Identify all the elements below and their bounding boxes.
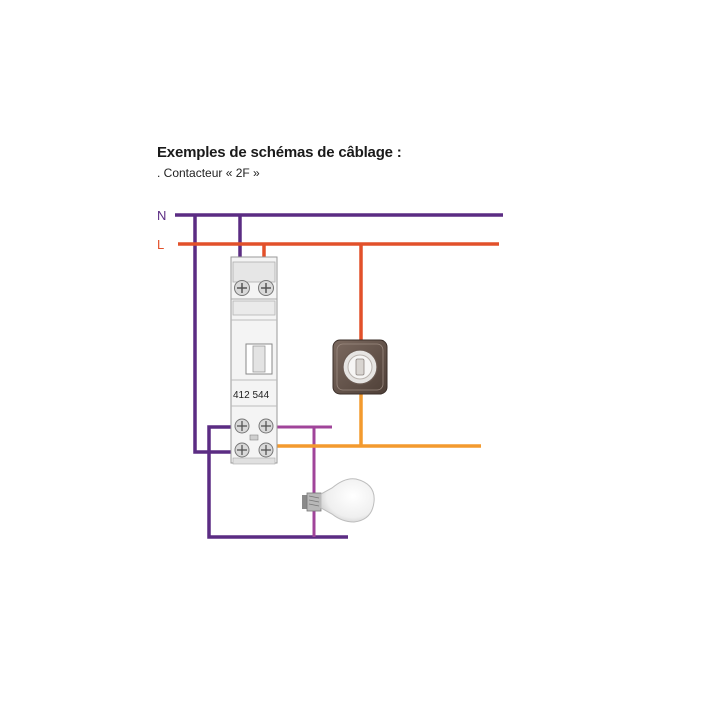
live-wires xyxy=(178,242,499,346)
contactor-module: 412 544 xyxy=(230,256,278,465)
neutral-label: N xyxy=(157,208,166,223)
light-bulb-icon xyxy=(302,478,375,523)
live-label: L xyxy=(157,237,164,252)
diagram-title: Exemples de schémas de câblage : xyxy=(157,144,402,161)
switched-wires xyxy=(262,389,481,448)
diagram-subtitle: . Contacteur « 2F » xyxy=(157,166,260,180)
wall-switch-icon xyxy=(332,339,388,395)
top-terminals xyxy=(234,280,274,296)
contactor-reference: 412 544 xyxy=(233,390,270,401)
bottom-terminals xyxy=(234,418,274,458)
